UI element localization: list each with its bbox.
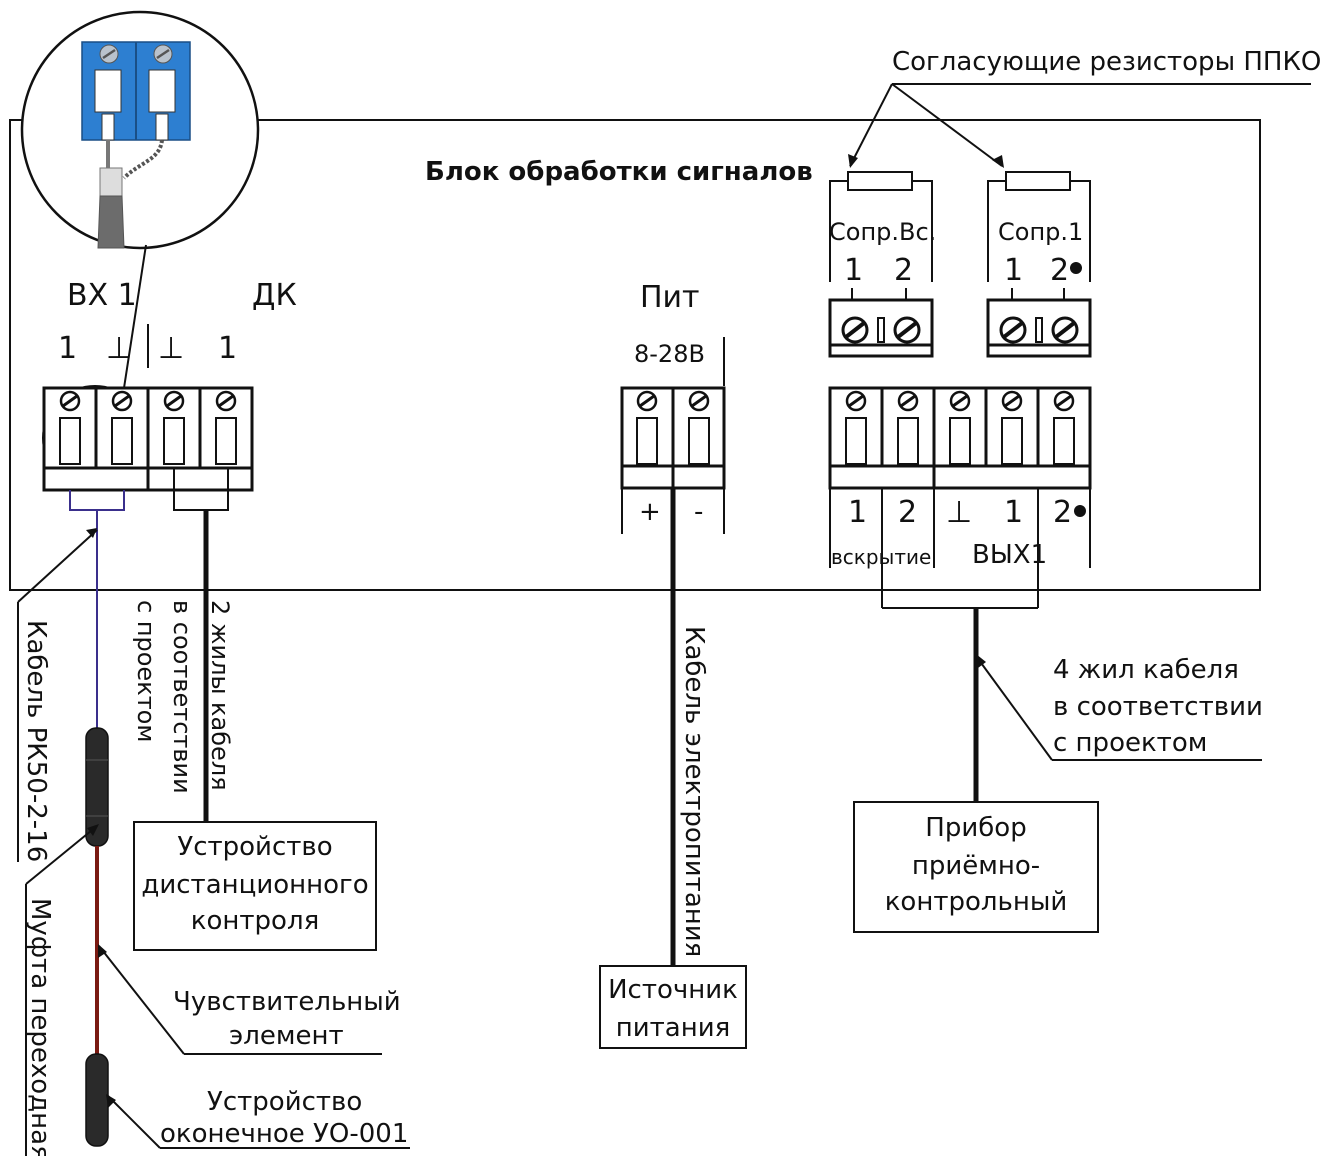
tamper-res-t2: 2 <box>894 253 913 288</box>
power-minus: - <box>694 497 703 527</box>
tamper-resistance-label: Сопр.Вс. <box>829 218 936 246</box>
dk-device-line3: контроля <box>191 906 319 936</box>
resistor-terminal-out1 <box>986 298 1092 358</box>
output-terminal-block <box>828 386 1092 490</box>
dk-term1: ⊥ <box>158 331 184 366</box>
out-term-4: 1 <box>1004 495 1023 530</box>
power-voltage: 8-28В <box>634 340 705 368</box>
dk-term2: 1 <box>218 331 237 366</box>
pk50-cable-label: Кабель РК50-2-16 <box>21 620 51 862</box>
dk-device-line2: дистанционного <box>141 870 368 900</box>
dk-cable-label-1: 2 жилы кабеля <box>206 600 234 791</box>
tamper-res-t1: 1 <box>844 253 863 288</box>
dk-cable-label-2: в соответствии <box>168 600 196 794</box>
power-label: Пит <box>640 280 700 315</box>
ppk-line1: Прибор <box>925 813 1026 843</box>
resistor-tamper <box>829 171 933 282</box>
polarity-dot-out <box>1074 505 1086 517</box>
psu-line2: питания <box>616 1013 731 1043</box>
dk-label: ДК <box>252 278 297 313</box>
out1-res-t1: 1 <box>1004 253 1023 288</box>
psu-line1: Источник <box>608 975 738 1005</box>
sensitive-element-line2: элемент <box>229 1021 344 1051</box>
terminal-closeup-icon <box>81 41 191 249</box>
end-device-line1: Устройство <box>207 1087 362 1117</box>
input-terminal-block <box>42 386 254 492</box>
out1-resistance-label: Сопр.1 <box>998 218 1083 246</box>
power-plus: + <box>639 497 661 527</box>
coupling-label: Муфта переходная <box>25 898 55 1156</box>
ppk-line2: приёмно- <box>912 851 1040 881</box>
resistors-label: Согласующие резисторы ППКО <box>892 47 1321 77</box>
out-term-gnd: ⊥ <box>946 495 972 530</box>
remote-control-device: Устройство дистанционного контроля <box>133 821 377 951</box>
resistor-out1 <box>987 171 1091 282</box>
end-device-line2: оконечное УО-001 <box>160 1119 408 1149</box>
power-supply-box: Источник питания <box>599 965 747 1049</box>
dk-cable-label-3: с проектом <box>132 600 160 742</box>
dk-device-line1: Устройство <box>177 832 332 862</box>
polarity-dot <box>1070 262 1082 274</box>
out-term-5: 2 <box>1053 495 1072 530</box>
vx1-label: ВХ 1 <box>67 278 137 313</box>
ppk-cable-line3: с проектом <box>1053 728 1207 758</box>
sensitive-element-line1: Чувствительный <box>173 987 401 1017</box>
out-term-2: 2 <box>898 495 917 530</box>
resistor-terminal-tamper <box>828 298 934 358</box>
opening-label: вскрытие <box>831 545 931 569</box>
out1-res-t2: 2 <box>1050 253 1069 288</box>
vx1-term2: ⊥ <box>106 331 132 366</box>
out1-label: ВЫХ1 <box>972 540 1047 570</box>
vx1-term1: 1 <box>58 331 77 366</box>
ppk-cable-line1: 4 жил кабеля <box>1053 655 1239 685</box>
sensor-cable <box>85 727 109 1147</box>
ppk-cable-line2: в соответствии <box>1053 692 1263 722</box>
ppk-line3: контрольный <box>885 887 1068 917</box>
block-title: Блок обработки сигналов <box>425 157 813 187</box>
out-term-1: 1 <box>848 495 867 530</box>
power-cable-label: Кабель электропитания <box>679 626 709 957</box>
signal-processing-block <box>9 119 1261 591</box>
control-panel-box: Прибор приёмно- контрольный <box>853 801 1099 933</box>
zoom-detail <box>20 10 260 250</box>
